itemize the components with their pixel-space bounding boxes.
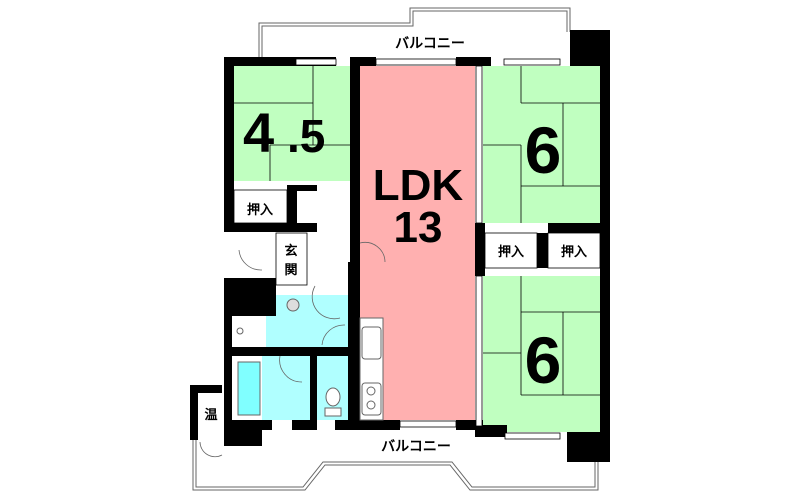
balcony-top-label: バルコニー (395, 36, 465, 52)
bathtub (237, 361, 261, 416)
closet-right-1-label: 押入 (498, 244, 524, 260)
room-4-5-size-minor: .5 (287, 110, 325, 162)
water-heater-label: 温 (204, 408, 217, 423)
entrance-box (275, 232, 308, 286)
room-6-bottom-tatami (483, 276, 600, 432)
ldk-label: LDK (373, 161, 464, 210)
entrance-label-1: 玄 (284, 243, 297, 259)
toilet-icon (325, 387, 341, 407)
balcony-bottom-railing (192, 440, 599, 491)
entrance-label-2: 関 (284, 263, 297, 278)
room-6-top-tatami (483, 66, 600, 223)
sink-icon (361, 326, 382, 360)
closet-right-2-label: 押入 (561, 244, 587, 260)
closet-left-label: 押入 (247, 202, 273, 218)
room-4-5-tatami (234, 66, 350, 181)
washbasin-icon (286, 298, 300, 312)
toilet-tank-icon (324, 407, 342, 417)
tatami-lines (234, 66, 600, 396)
room-6-bottom-size: 6 (525, 323, 562, 397)
windows (295, 58, 561, 440)
washer-drain-icon (236, 327, 244, 335)
door-swings (199, 242, 386, 458)
closet-right-2-box (547, 232, 601, 269)
washroom (266, 295, 348, 347)
closet-left-box (233, 189, 288, 224)
kitchen-counter (359, 317, 384, 421)
closet-right-1-box (484, 232, 538, 269)
room-4-5-size-major: 4 (243, 101, 274, 164)
balcony-bottom-label: バルコニー (381, 439, 451, 455)
bathroom (262, 356, 310, 420)
balcony-top-railing (258, 7, 571, 57)
ldk-size: 13 (394, 203, 443, 252)
room-6-top-size: 6 (525, 113, 562, 187)
walls (190, 30, 610, 462)
